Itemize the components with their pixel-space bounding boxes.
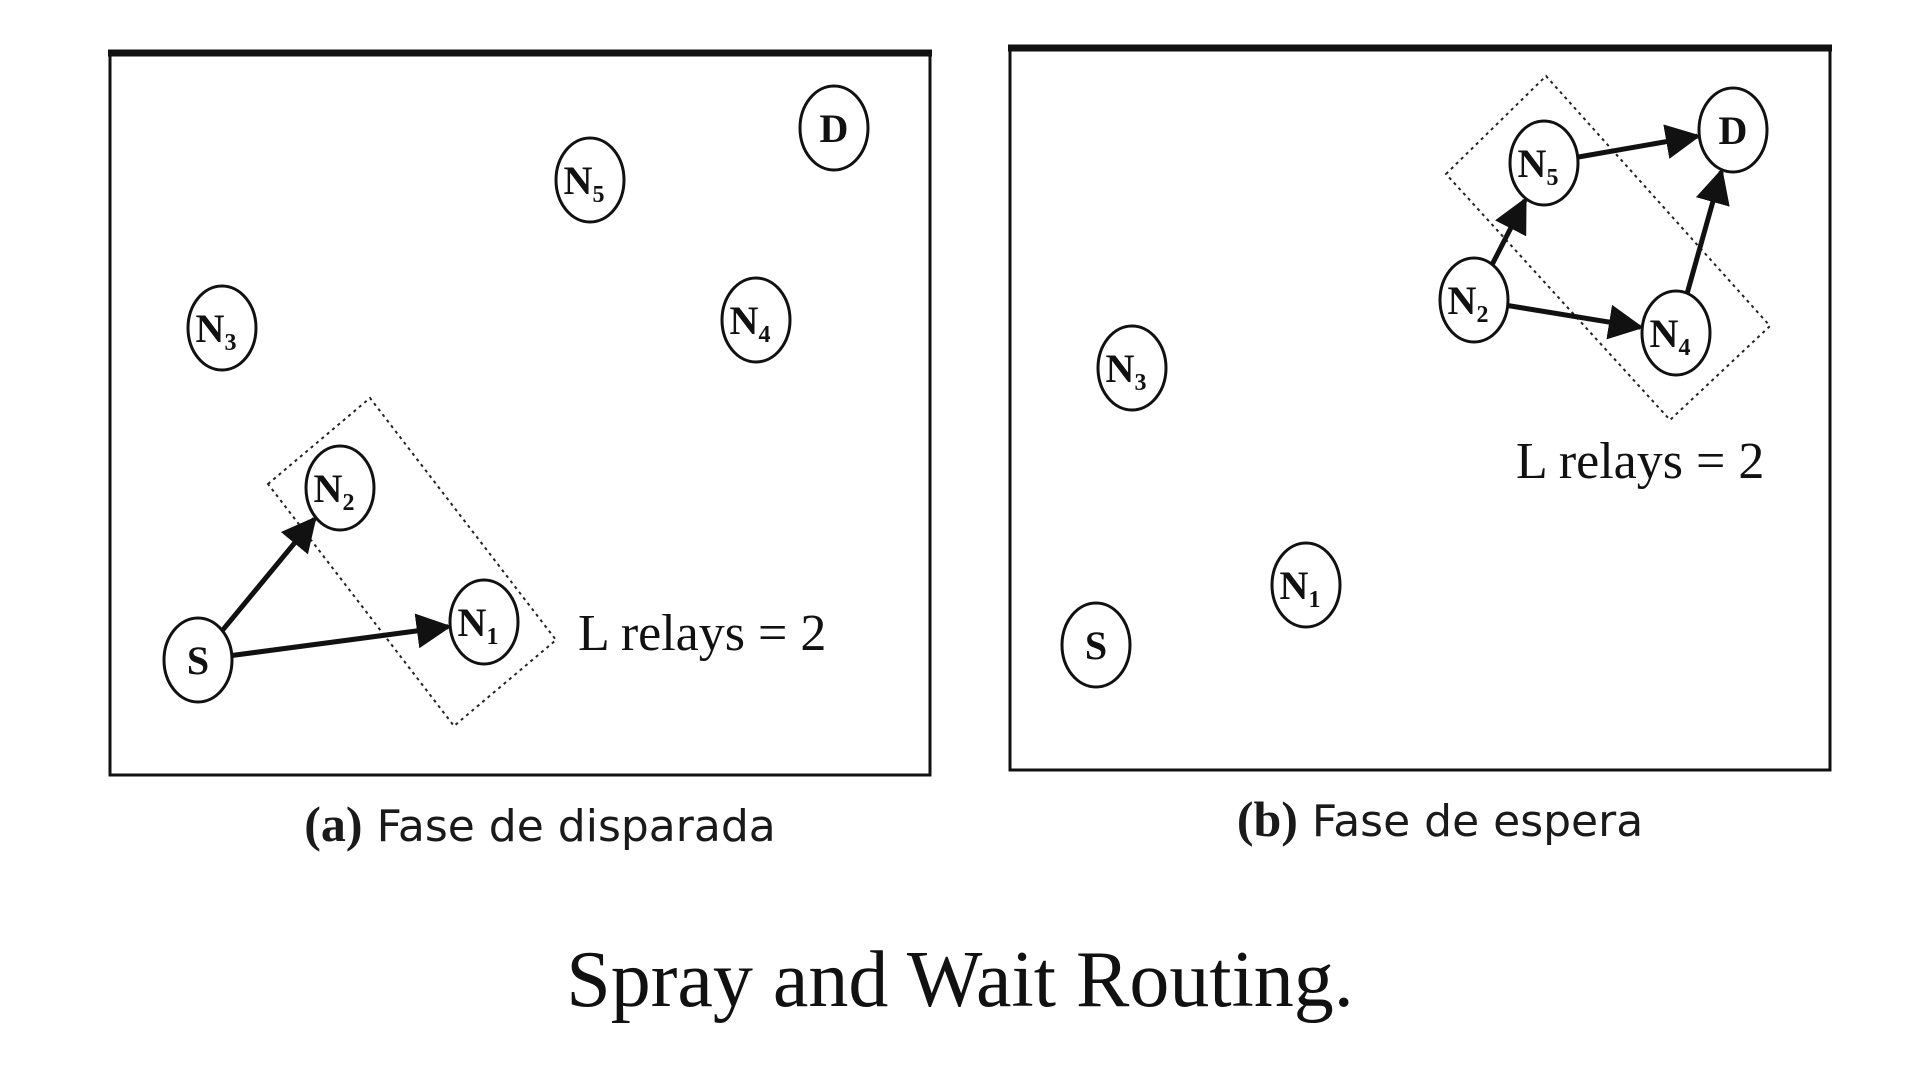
panel-b-node-n3: N3 — [1096, 324, 1168, 412]
node-circle — [1640, 289, 1712, 377]
node-circle — [720, 276, 792, 364]
panel-b-caption-text: Fase de espera — [1311, 796, 1644, 847]
panel-b-relay-label: L relays = 2 — [1516, 433, 1764, 490]
node-label: N3 — [196, 306, 237, 356]
panel-b-node-n2: N2 — [1438, 256, 1510, 344]
node-label: D — [820, 106, 849, 151]
panel-a: S N1 N2 N3 N4 N5 D L relays = 2 — [108, 49, 932, 777]
node-label: S — [1085, 623, 1107, 668]
panel-a-edges — [220, 516, 452, 658]
panel-b-node-n5: N5 — [1508, 119, 1580, 207]
node-label: N4 — [1650, 311, 1691, 361]
panel-a-arrow-s-to-n1 — [231, 613, 452, 658]
panel-a-node-d: D — [798, 84, 870, 172]
node-label: D — [1719, 108, 1748, 153]
node-circle — [798, 84, 870, 172]
node-circle — [1438, 256, 1510, 344]
node-circle — [1697, 86, 1769, 174]
panel-a-relay-label: L relays = 2 — [578, 605, 826, 662]
panel-a-letter: (a) — [304, 796, 363, 852]
panel-b-arrow-n5-to-d — [1577, 124, 1701, 160]
panel-a-nodes: S N1 N2 N3 N4 N5 D — [162, 84, 870, 704]
panel-b-node-n1: N1 — [1270, 541, 1342, 629]
node-circle — [1270, 541, 1342, 629]
panel-b-arrow-n2-to-n4 — [1507, 303, 1644, 340]
panel-b-node-s: S — [1060, 601, 1132, 689]
panel-b-relay-group-box — [1444, 74, 1772, 422]
node-label: N2 — [314, 466, 355, 516]
figure-title: Spray and Wait Routing. — [566, 936, 1354, 1024]
panel-b-arrow-n2-to-n5 — [1489, 197, 1528, 266]
node-circle — [304, 444, 376, 532]
node-label: N2 — [1448, 278, 1489, 328]
node-label: N1 — [458, 600, 499, 650]
node-label: N3 — [1106, 346, 1147, 396]
panel-b-edges — [1489, 124, 1730, 340]
panel-b-node-d: D — [1697, 86, 1769, 174]
node-label: N5 — [564, 158, 605, 208]
node-circle — [1096, 324, 1168, 412]
panel-a-node-s: S — [162, 616, 234, 704]
panel-b-letter: (b) — [1236, 791, 1298, 847]
panel-a-node-n3: N3 — [186, 284, 258, 372]
panel-a-node-n2: N2 — [304, 444, 376, 532]
panel-a-node-n1: N1 — [448, 578, 520, 666]
panel-a-caption-text: Fase de disparada — [376, 801, 776, 852]
panel-b-node-n4: N4 — [1640, 289, 1712, 377]
node-circle — [1508, 119, 1580, 207]
panel-b-caption: (b) Fase de espera — [1237, 790, 1643, 848]
node-label: N5 — [1518, 141, 1559, 191]
panel-a-node-n5: N5 — [554, 136, 626, 224]
node-circle — [1060, 601, 1132, 689]
panel-a-caption: (a) Fase de disparada — [304, 795, 775, 853]
node-label: N1 — [1280, 563, 1321, 613]
node-label: S — [187, 638, 209, 683]
panel-a-arrow-s-to-n2 — [220, 516, 317, 633]
panel-a-relay-group-box — [266, 396, 558, 728]
node-circle — [186, 284, 258, 372]
node-circle — [162, 616, 234, 704]
panel-b-arrow-n4-to-d — [1684, 168, 1730, 294]
node-label: N4 — [730, 298, 771, 348]
node-circle — [448, 578, 520, 666]
node-circle — [554, 136, 626, 224]
panel-a-node-n4: N4 — [720, 276, 792, 364]
